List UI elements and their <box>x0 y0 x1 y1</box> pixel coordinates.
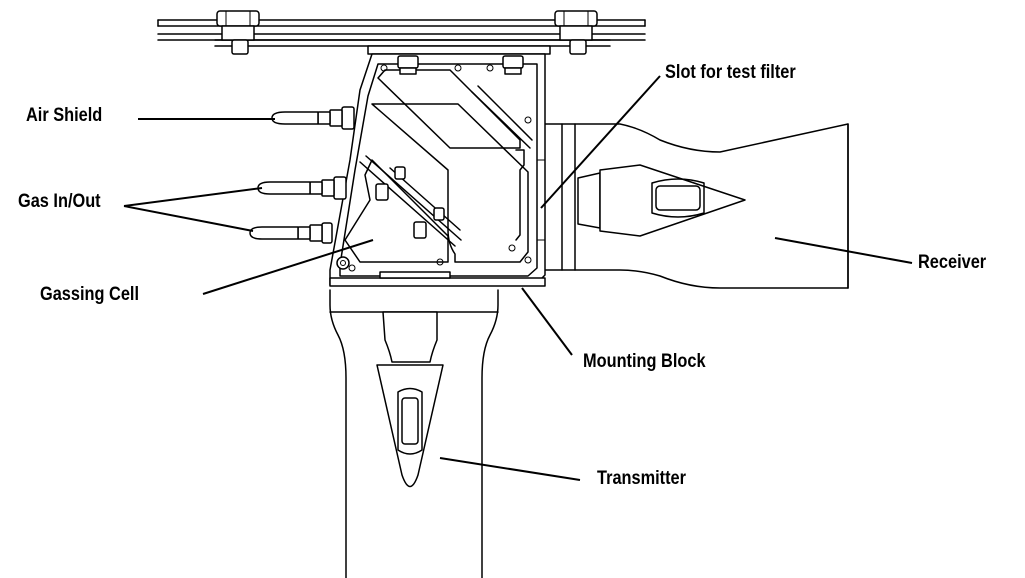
leader-transmitter <box>439 457 581 481</box>
leader-gassing-cell <box>202 239 374 295</box>
leader-mounting-block <box>521 287 573 356</box>
leader-gas-in <box>123 187 263 207</box>
receiver-tube <box>544 123 849 289</box>
label-slot-for-test-filter: Slot for test filter <box>665 62 796 83</box>
label-gassing-cell: Gassing Cell <box>40 284 139 305</box>
nut-left <box>216 10 260 55</box>
gassing-cell-housing <box>329 53 546 287</box>
upper-bracket <box>367 45 551 55</box>
leader-receiver <box>774 237 913 264</box>
label-gas-in-out: Gas In/Out <box>18 191 101 212</box>
label-mounting-block: Mounting Block <box>583 351 706 372</box>
nut-right <box>554 10 598 55</box>
label-air-shield: Air Shield <box>26 105 103 126</box>
leader-lines <box>123 75 913 481</box>
leader-gas-out <box>123 205 254 232</box>
label-transmitter: Transmitter <box>597 468 686 489</box>
gas-in-fitting <box>257 176 347 200</box>
air-shield-fitting <box>271 106 355 130</box>
label-receiver: Receiver <box>918 252 987 273</box>
transmitter-tube <box>329 289 499 578</box>
leader-slot-filter <box>540 75 661 209</box>
gas-out-fitting <box>249 222 333 244</box>
